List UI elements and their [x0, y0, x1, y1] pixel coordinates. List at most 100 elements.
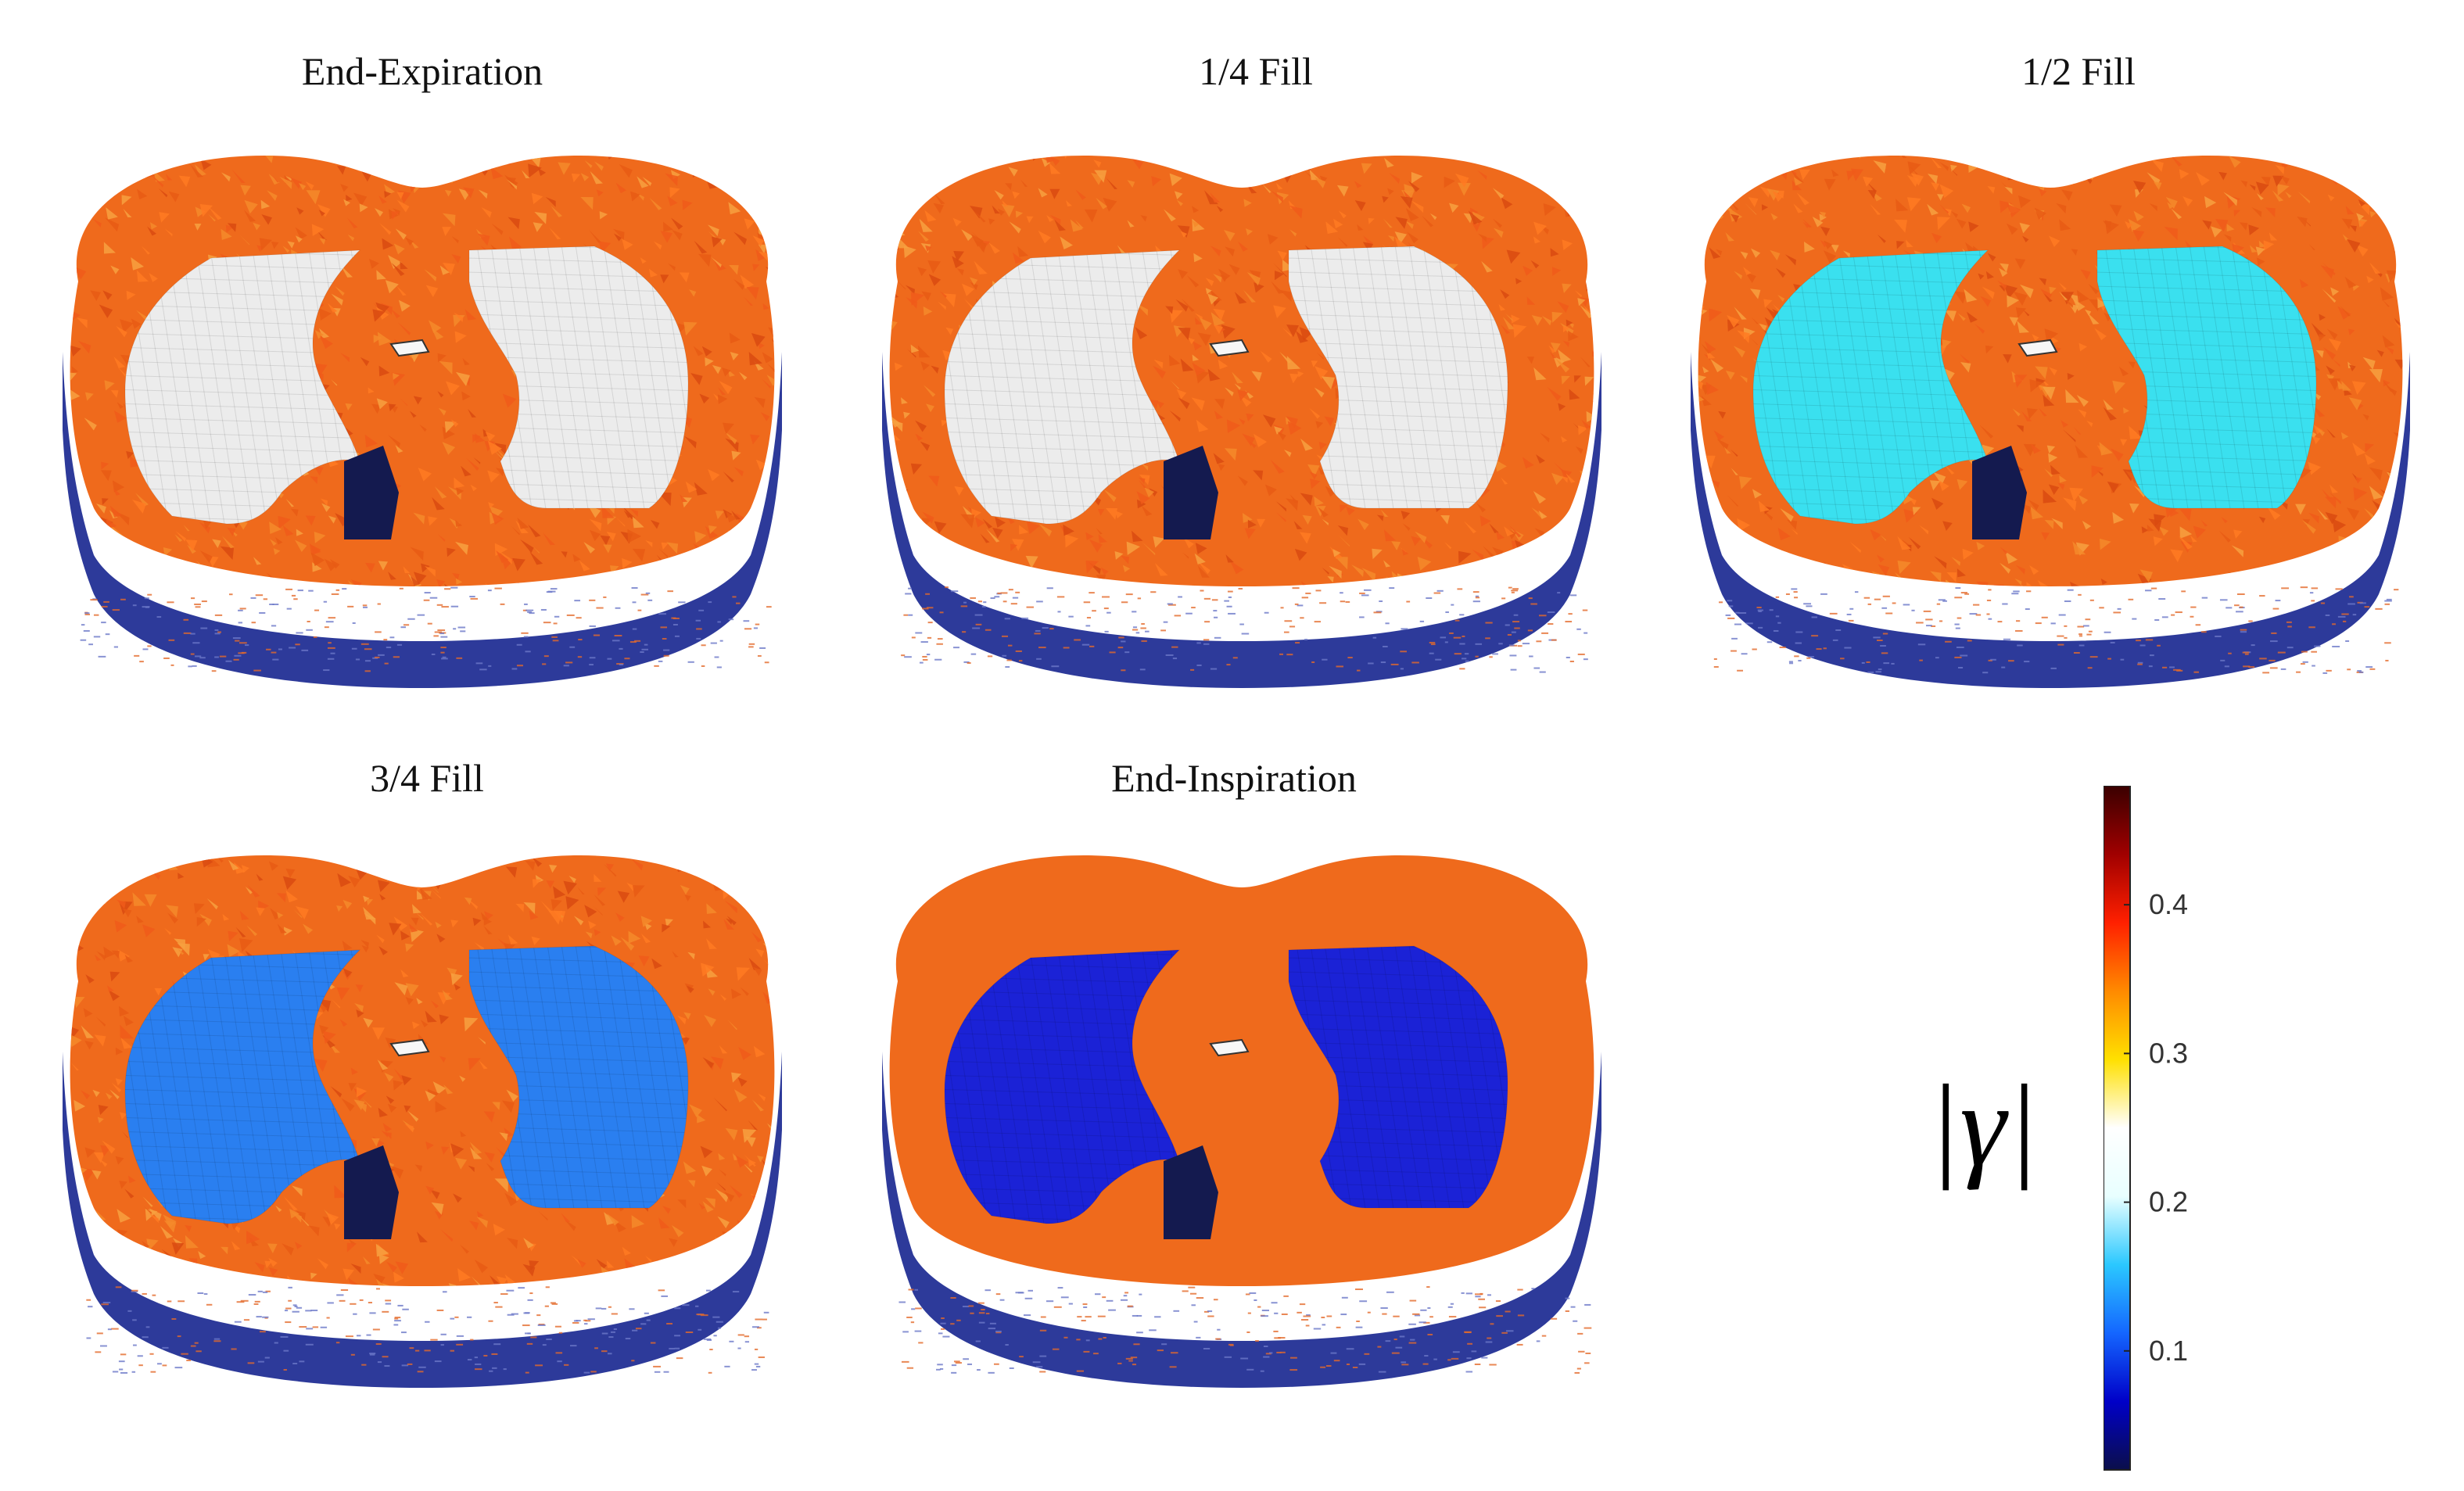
side-speck [2104, 631, 2111, 633]
mesh-element [1824, 178, 1836, 191]
mesh-element [1515, 539, 1525, 550]
mesh-element [694, 240, 708, 254]
mesh-element [1558, 538, 1567, 547]
mesh-element [178, 873, 185, 880]
mesh-element [927, 260, 941, 274]
mesh-element [1065, 534, 1079, 548]
side-speck [2050, 622, 2056, 625]
mesh-element [1103, 197, 1117, 212]
mesh-element [490, 506, 504, 520]
mesh-element [2380, 287, 2394, 301]
side-speck [2312, 665, 2315, 667]
side-speck [1385, 622, 1390, 625]
side-speck [369, 1353, 376, 1355]
side-speck [386, 647, 392, 649]
side-speck [1916, 622, 1924, 624]
mesh-element [196, 916, 206, 927]
mesh-element [386, 858, 397, 870]
lung-mesh-line [235, 246, 284, 524]
side-speck [751, 1369, 757, 1371]
mesh-element [1168, 354, 1181, 367]
mesh-element [102, 498, 109, 505]
right-lung [2096, 246, 2317, 509]
mesh-element [2328, 338, 2341, 351]
mesh-element [375, 159, 383, 167]
mesh-element [1711, 479, 1720, 489]
mesh-element [644, 1269, 651, 1277]
mesh-element [227, 944, 240, 957]
side-speck [2117, 608, 2121, 610]
mesh-element [777, 494, 787, 504]
mesh-element [672, 230, 683, 241]
mesh-element [1218, 464, 1225, 471]
mesh-element [1576, 446, 1583, 454]
side-speck [1118, 636, 1124, 639]
mesh-element [1709, 308, 1723, 322]
mesh-element [387, 1103, 397, 1113]
side-speck [1823, 647, 1827, 650]
mesh-element [420, 913, 433, 926]
mesh-element [267, 190, 278, 201]
side-speck [1204, 621, 1210, 623]
side-speck [188, 665, 192, 668]
side-speck [644, 643, 648, 646]
side-speck [214, 656, 219, 658]
mesh-element [2049, 286, 2057, 295]
mesh-element [724, 431, 737, 445]
mesh-element [1243, 289, 1257, 303]
mesh-element [1939, 162, 1949, 171]
mesh-element [231, 1241, 241, 1250]
side-speck [2148, 665, 2153, 668]
side-speck [1475, 655, 1479, 658]
mesh-element [2329, 492, 2342, 505]
mesh-element [1253, 433, 1268, 448]
mesh-element [923, 385, 936, 397]
mesh-element [668, 855, 676, 862]
mesh-element [120, 354, 131, 365]
mesh-element [282, 246, 290, 253]
side-speck [253, 1303, 259, 1305]
mesh-element [195, 586, 204, 596]
side-speck [685, 1332, 694, 1334]
mesh-element [580, 197, 594, 210]
side-speck [2008, 660, 2014, 662]
side-speck [700, 1314, 708, 1317]
side-speck [995, 1293, 1001, 1296]
mesh-element [1831, 169, 1839, 177]
mesh-element [1976, 581, 1989, 586]
mesh-element [1063, 156, 1071, 159]
side-speck [945, 586, 949, 589]
mesh-element [952, 256, 964, 268]
mesh-element [689, 1104, 703, 1118]
mesh-element [701, 855, 711, 865]
mesh-element [87, 873, 97, 883]
side-speck [262, 1316, 269, 1318]
mesh-element [719, 1169, 726, 1177]
mesh-element [777, 1073, 790, 1086]
mesh-element [1698, 290, 1702, 299]
side-speck [732, 1291, 740, 1293]
mesh-element [2133, 210, 2144, 222]
side-speck [399, 587, 403, 590]
mesh-element [529, 551, 543, 565]
side-speck [229, 593, 233, 596]
side-speck [978, 1312, 985, 1314]
side-speck [2345, 640, 2350, 642]
mesh-element [1728, 207, 1743, 222]
mesh-element [921, 529, 931, 539]
mesh-element [332, 594, 344, 606]
mesh-element [1157, 400, 1164, 409]
mesh-element [2149, 203, 2157, 212]
mesh-element [1340, 504, 1348, 513]
mesh-element [2363, 550, 2376, 563]
mesh-element [1400, 196, 1413, 209]
side-speck [293, 598, 298, 600]
mesh-element [2112, 380, 2126, 394]
mesh-element [744, 1154, 756, 1167]
side-speck [1727, 600, 1733, 602]
side-speck [347, 605, 354, 608]
mesh-element [992, 205, 1001, 214]
mesh-element [1896, 199, 1909, 212]
side-speck [2272, 608, 2279, 610]
mesh-element [403, 566, 411, 574]
